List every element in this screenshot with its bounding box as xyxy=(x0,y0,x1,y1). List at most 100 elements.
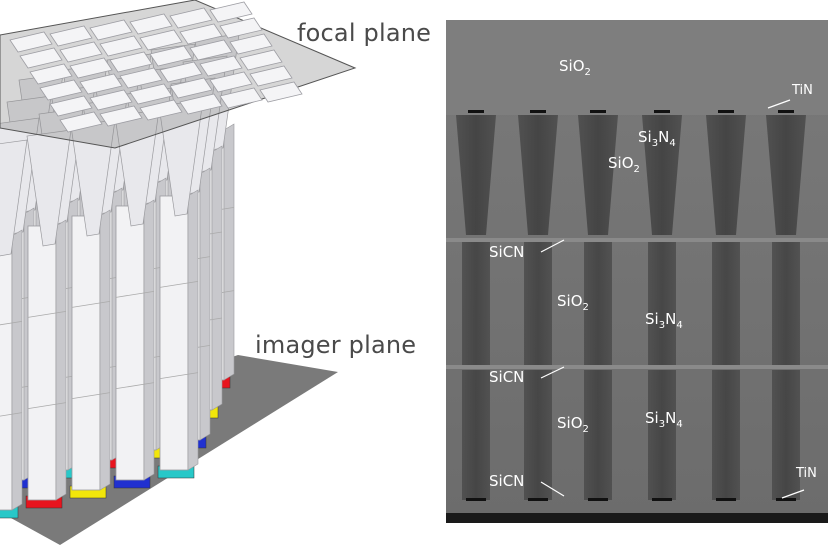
pillar xyxy=(115,205,145,481)
light-guide-schematic: focal plane imager plane xyxy=(0,0,432,545)
taper-top-tile xyxy=(99,35,143,57)
light-pipe-segment xyxy=(712,370,740,500)
pillar xyxy=(159,195,189,471)
taper-top-tile xyxy=(9,31,53,53)
pillar-side xyxy=(11,229,23,511)
light-pipe-segment xyxy=(462,370,490,500)
taper-top-tile xyxy=(119,67,163,89)
pillar-side xyxy=(223,123,235,381)
light-pipe-segment xyxy=(712,240,740,365)
light-pipe-segment xyxy=(524,370,552,500)
label-sicn-3: SiCN xyxy=(489,472,525,490)
light-pipe-taper xyxy=(518,115,558,235)
taper-top-tile xyxy=(109,51,153,73)
taper-top-tile xyxy=(49,95,93,117)
light-pipe-segment xyxy=(772,370,800,500)
light-pipe-segment xyxy=(524,240,552,365)
pillar-segment xyxy=(71,300,111,308)
label-si3n4-top: Si3N4 xyxy=(638,128,676,149)
tin-mark xyxy=(466,498,486,501)
label-sio2-upper: SiO2 xyxy=(608,154,640,175)
tin-mark xyxy=(776,498,796,501)
pillar-segment xyxy=(115,290,155,298)
pointer-arrow xyxy=(540,366,565,379)
taper-top-tile xyxy=(169,7,213,29)
pointer-arrow xyxy=(540,239,565,253)
pillar-side xyxy=(199,167,211,441)
light-pipe-taper xyxy=(766,115,806,235)
taper-top-tile xyxy=(249,65,293,87)
taper-top-tile xyxy=(129,13,173,35)
pillar-segment xyxy=(159,280,199,288)
pillar-side xyxy=(187,189,199,471)
label-sio2-top: SiO2 xyxy=(559,57,591,78)
label-si3n4-mid: Si3N4 xyxy=(645,310,683,331)
tin-mark xyxy=(778,110,794,113)
pillar-side xyxy=(211,145,223,411)
sicn-layer xyxy=(446,365,828,369)
taper-top-tile xyxy=(219,17,263,39)
light-pipe-taper xyxy=(706,115,746,235)
taper-top-tile xyxy=(79,73,123,95)
imager-plane-label: imager plane xyxy=(255,331,417,359)
taper-top-tile xyxy=(89,19,133,41)
tin-mark xyxy=(716,498,736,501)
light-pipe-segment xyxy=(584,240,612,365)
taper-top-tile xyxy=(99,105,143,127)
tem-micrograph: SiO2 TiN Si3N4 SiO2 SiCN SiO2 Si3N4 SiCN… xyxy=(446,20,828,523)
taper-top-tile xyxy=(169,77,213,99)
taper-top-tile xyxy=(149,45,193,67)
taper-top-tile xyxy=(209,1,253,23)
pillar-side xyxy=(55,219,67,501)
schematic-drawing xyxy=(0,0,357,545)
taper-top-tile xyxy=(39,79,83,101)
light-pipe-taper xyxy=(642,115,682,235)
label-si3n4-low: Si3N4 xyxy=(645,409,683,430)
taper-top-tile xyxy=(59,111,103,133)
tin-mark xyxy=(652,498,672,501)
taper-top-tile xyxy=(179,93,223,115)
sicn-layer xyxy=(446,238,828,242)
pillar-segment xyxy=(27,402,67,410)
label-tin-bottom: TiN xyxy=(796,466,817,481)
focal-plane-label: focal plane xyxy=(297,19,432,47)
taper xyxy=(0,139,28,257)
label-sio2-mid: SiO2 xyxy=(557,292,589,313)
light-pipe-segment xyxy=(648,240,676,365)
pillar-side xyxy=(99,209,111,491)
taper-top-tile xyxy=(49,25,93,47)
tin-mark xyxy=(654,110,670,113)
tin-mark xyxy=(590,110,606,113)
tin-mark xyxy=(718,110,734,113)
taper-top-tile xyxy=(89,89,133,111)
pointer-arrow xyxy=(540,481,565,497)
light-pipe-segment xyxy=(584,370,612,500)
label-tin-top: TiN xyxy=(792,83,813,98)
light-pipe-taper xyxy=(578,115,618,235)
taper-top-tile xyxy=(189,39,233,61)
tin-mark xyxy=(530,110,546,113)
pillar-side xyxy=(143,199,155,481)
taper-top-tile xyxy=(239,49,283,71)
pillar-segment xyxy=(115,382,155,390)
light-pipe-segment xyxy=(648,370,676,500)
pillar xyxy=(0,235,13,511)
pillar-segment xyxy=(27,310,67,318)
pillar-segment xyxy=(0,412,23,417)
taper-top-tile xyxy=(259,81,303,103)
taper-top-tile xyxy=(19,47,63,69)
pillar-segment xyxy=(159,372,199,380)
tin-mark xyxy=(528,498,548,501)
tin-mark xyxy=(468,110,484,113)
label-sio2-low: SiO2 xyxy=(557,414,589,435)
light-pipe-segment xyxy=(462,240,490,365)
label-sicn-2: SiCN xyxy=(489,368,525,386)
pillar xyxy=(71,215,101,491)
taper-top-tile xyxy=(159,61,203,83)
pillar xyxy=(27,225,57,501)
tin-mark xyxy=(588,498,608,501)
pointer-arrow xyxy=(781,489,805,499)
pointer-arrow xyxy=(767,99,791,109)
taper-top-tile xyxy=(69,57,113,79)
taper-top-tile xyxy=(139,29,183,51)
